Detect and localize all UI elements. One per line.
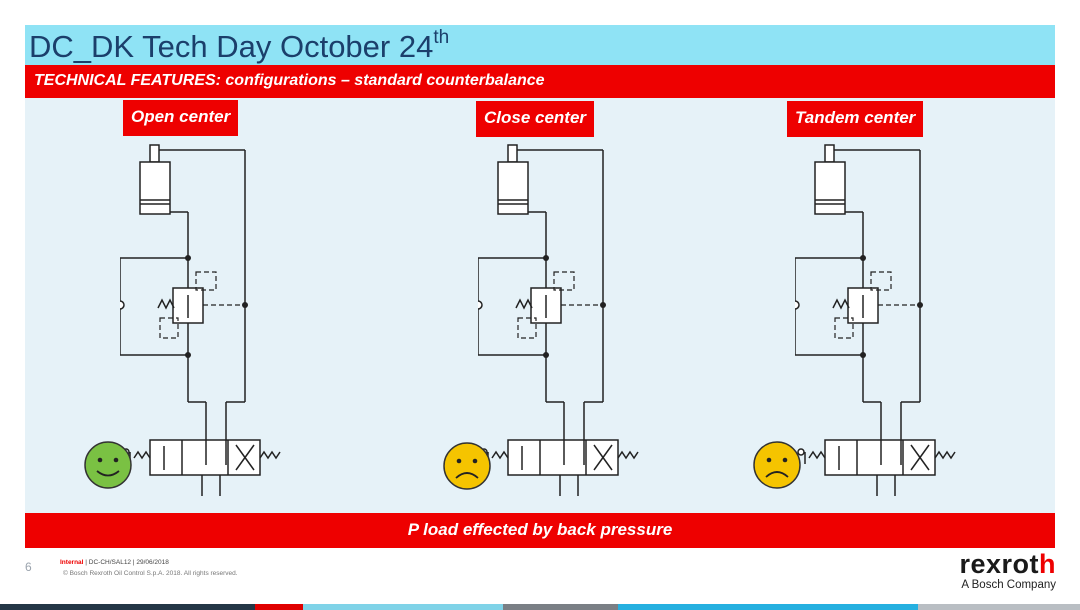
label-tandem-center: Tandem center	[787, 101, 924, 137]
footer-stripe	[255, 604, 303, 610]
title-bar: DC_DK Tech Day October 24th	[25, 25, 1055, 65]
rexroth-logo: rexroth A Bosch Company	[959, 549, 1056, 591]
page-title: DC_DK Tech Day October 24th	[29, 27, 450, 64]
conclusion-bar: P load effected by back pressure	[25, 513, 1055, 548]
section-subtitle: TECHNICAL FEATURES: configurations – sta…	[34, 72, 545, 89]
happy-face-icon	[83, 440, 133, 490]
footer-stripe	[503, 604, 618, 610]
sad-face-icon	[442, 441, 492, 491]
subtitle-bar: TECHNICAL FEATURES: configurations – sta…	[25, 65, 1055, 98]
footer-classification: Internal | DC-CH/SAL12 | 29/06/2018	[60, 559, 169, 566]
close-center-circuit-diagram	[473, 140, 678, 505]
page-number: 6	[25, 560, 32, 574]
footer-stripe	[918, 604, 1080, 610]
conclusion-text: P load effected by back pressure	[407, 520, 673, 539]
tandem-center-circuit-diagram	[790, 140, 995, 505]
sad-face-icon	[752, 440, 802, 490]
footer-stripe	[303, 604, 503, 610]
footer-copyright: © Bosch Rexroth Oil Control S.p.A. 2018.…	[63, 570, 238, 577]
footer-stripe	[0, 604, 255, 610]
label-open-center: Open center	[123, 100, 239, 136]
footer-stripe	[618, 604, 918, 610]
label-close-center: Close center	[476, 101, 595, 137]
open-center-circuit-diagram	[115, 140, 320, 505]
